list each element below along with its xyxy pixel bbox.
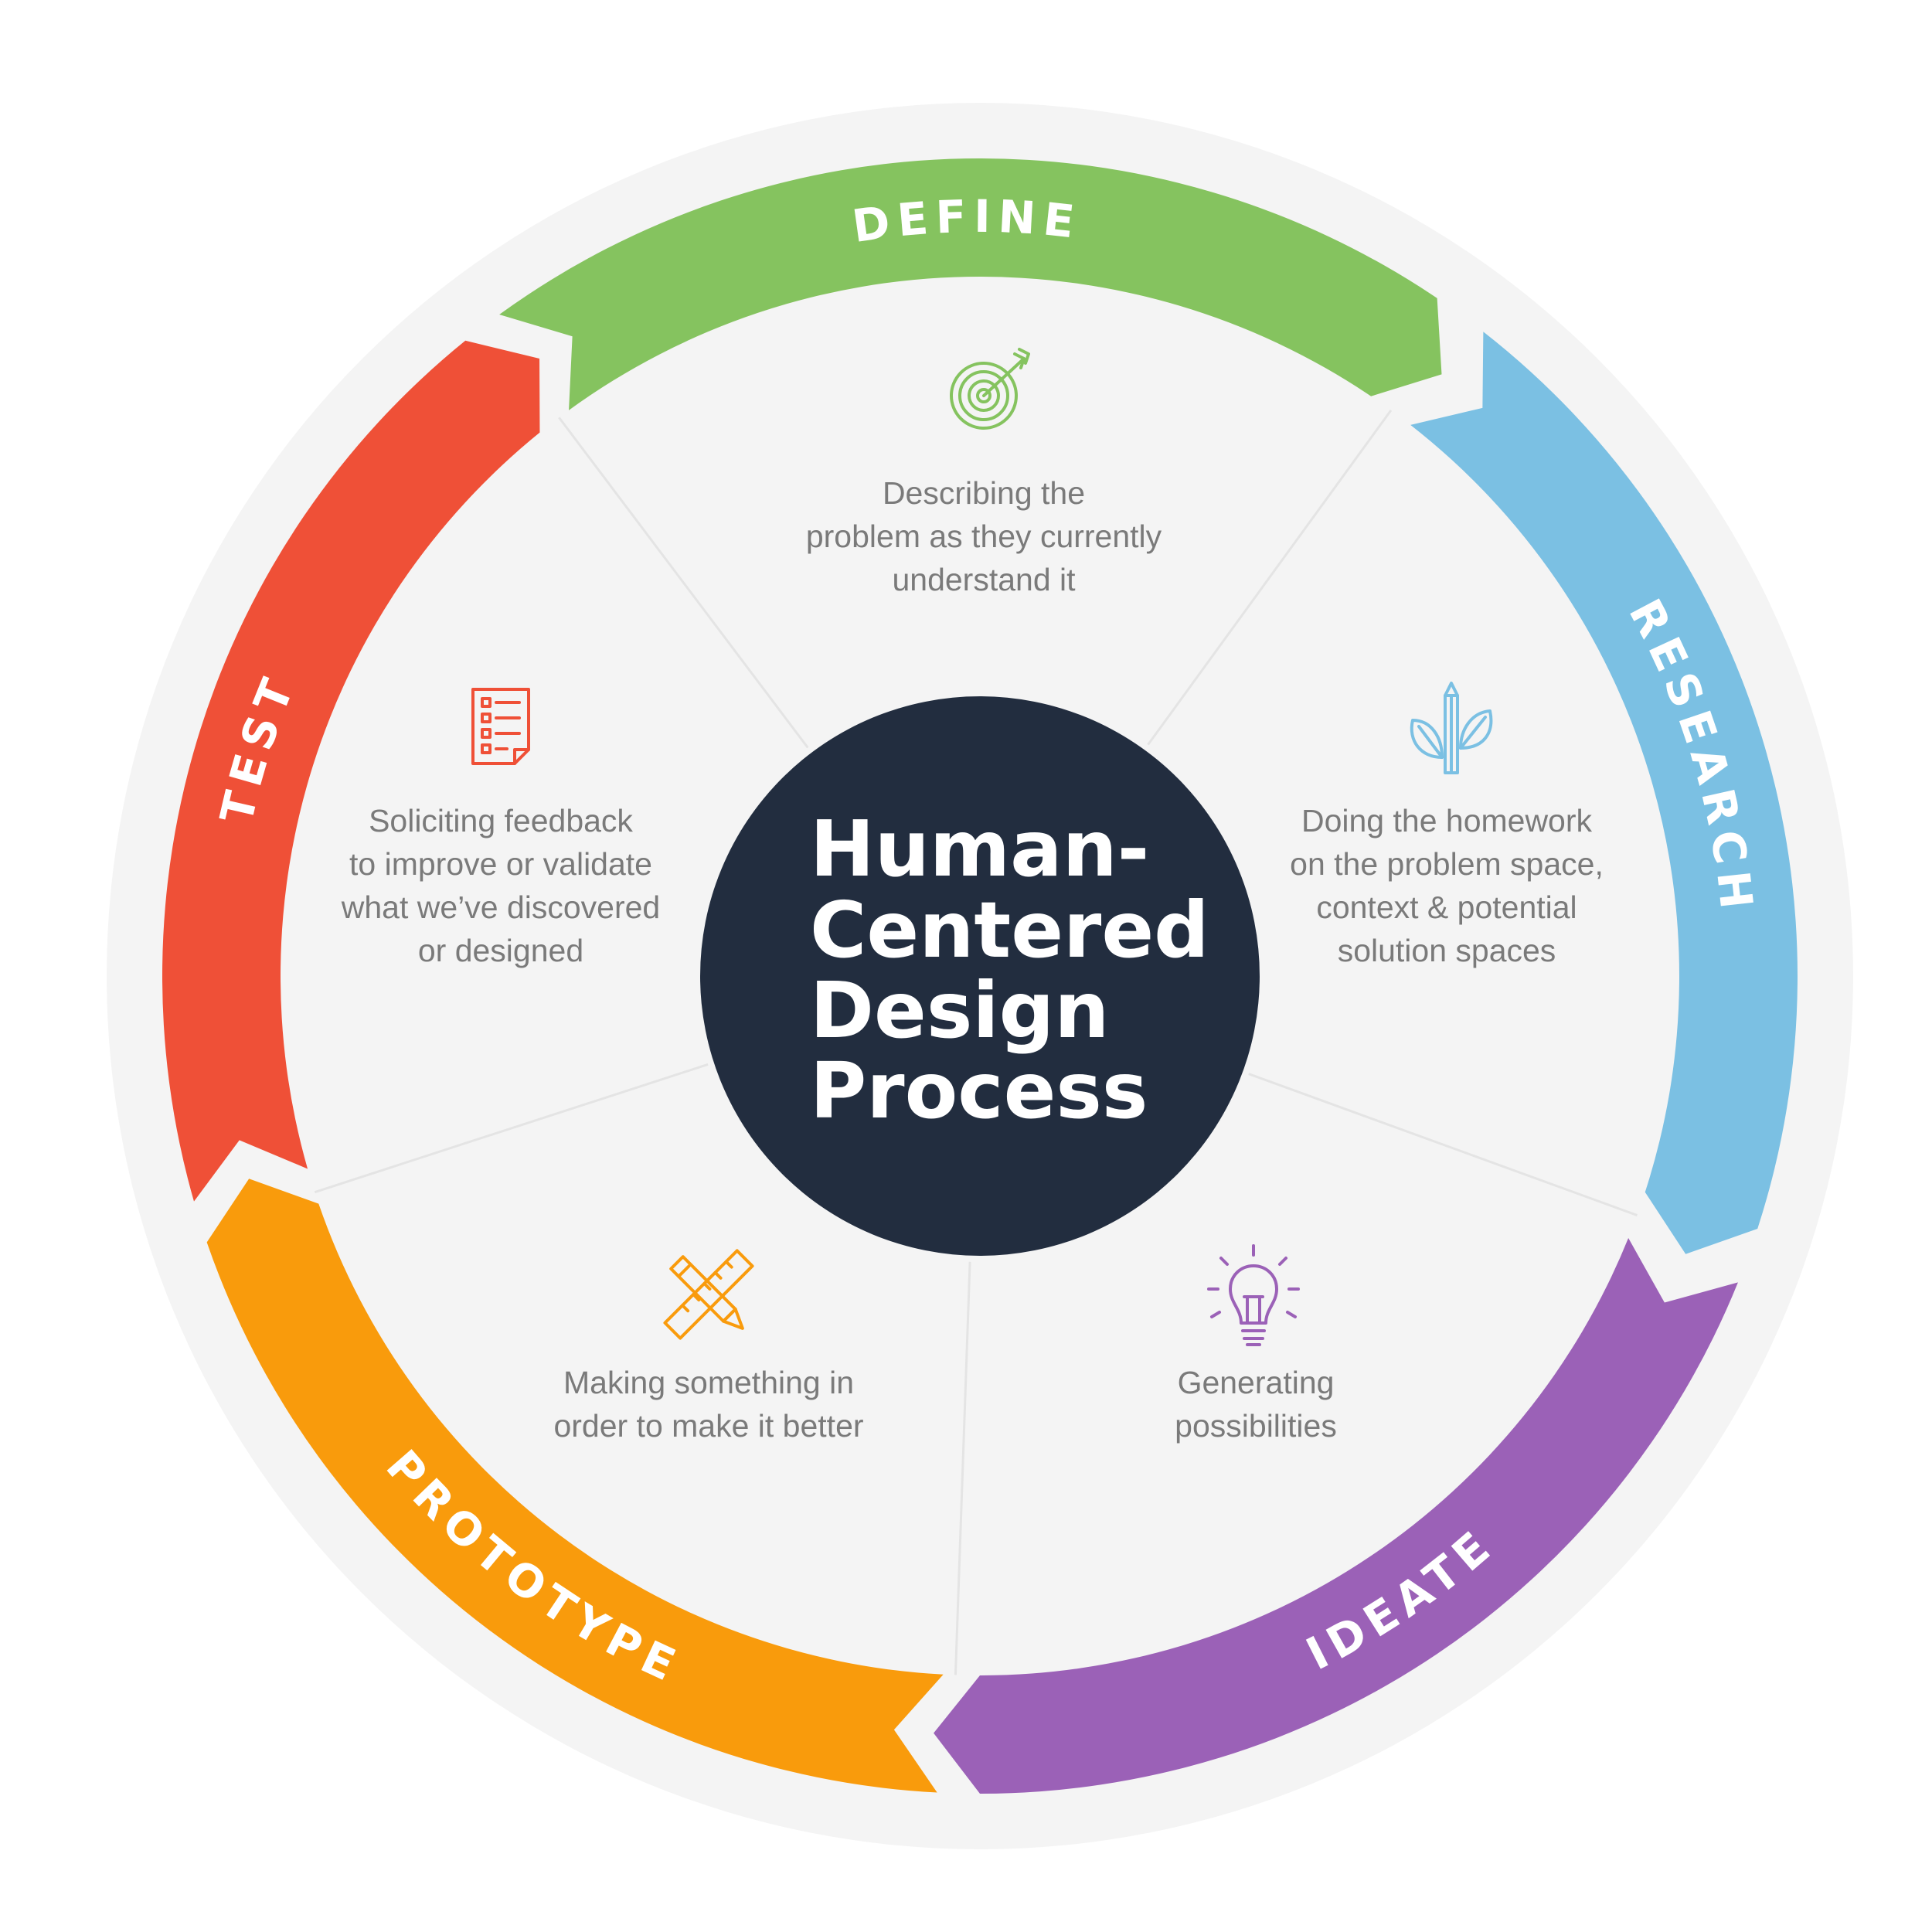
svg-text:Soliciting feedback: Soliciting feedback bbox=[369, 803, 633, 838]
svg-text:problem as they currently: problem as they currently bbox=[806, 519, 1162, 554]
svg-text:Describing the: Describing the bbox=[883, 475, 1085, 511]
svg-text:or designed: or designed bbox=[418, 933, 583, 968]
svg-text:solution spaces: solution spaces bbox=[1338, 933, 1556, 968]
svg-text:on the problem space,: on the problem space, bbox=[1290, 846, 1604, 882]
svg-text:Doing the homework: Doing the homework bbox=[1301, 803, 1593, 838]
description-prototype: Making something in order to make it bet… bbox=[553, 1365, 863, 1444]
svg-text:possibilities: possibilities bbox=[1175, 1408, 1337, 1444]
divider-line bbox=[558, 417, 809, 749]
svg-text:Generating: Generating bbox=[1178, 1365, 1335, 1400]
svg-text:order to make it better: order to make it better bbox=[553, 1408, 863, 1444]
lightbulb-icon bbox=[1207, 1244, 1300, 1346]
description-research: Doing the homework on the problem space,… bbox=[1290, 803, 1604, 968]
title-line-3: Design bbox=[810, 965, 1109, 1056]
segment-test bbox=[162, 340, 540, 1202]
description-ideate: Generating possibilities bbox=[1175, 1365, 1337, 1444]
divider-line bbox=[1147, 409, 1393, 746]
title-line-1: Human- bbox=[810, 804, 1149, 894]
center-title: Human- Centered Design Process bbox=[810, 804, 1209, 1136]
segment-define bbox=[499, 158, 1442, 410]
pencil-ruler-icon bbox=[663, 1249, 754, 1340]
target-arrow-icon bbox=[950, 348, 1030, 430]
center-circle bbox=[700, 696, 1260, 1256]
stage-label-define: DEFINE bbox=[849, 190, 1083, 253]
title-line-2: Centered bbox=[810, 885, 1209, 975]
checklist-icon bbox=[471, 688, 530, 765]
svg-text:understand it: understand it bbox=[892, 562, 1076, 597]
svg-text:context & potential: context & potential bbox=[1316, 889, 1577, 925]
segment-research bbox=[1410, 332, 1798, 1254]
divider-line bbox=[314, 1063, 709, 1194]
segment-ideate bbox=[934, 1238, 1738, 1794]
segment-prototype bbox=[206, 1179, 944, 1793]
divider-line bbox=[954, 1261, 971, 1675]
divider-line bbox=[1248, 1073, 1638, 1216]
divider-lines bbox=[314, 409, 1638, 1675]
title-line-4: Process bbox=[810, 1046, 1148, 1136]
description-define: Describing the problem as they currently… bbox=[806, 475, 1162, 597]
svg-text:what we’ve discovered: what we’ve discovered bbox=[341, 889, 660, 925]
svg-text:to improve or validate: to improve or validate bbox=[349, 846, 652, 882]
svg-text:Making something in: Making something in bbox=[563, 1365, 854, 1400]
process-ring bbox=[162, 158, 1798, 1794]
pencil-leaves-icon bbox=[1410, 682, 1493, 774]
description-test: Soliciting feedback to improve or valida… bbox=[341, 803, 660, 968]
